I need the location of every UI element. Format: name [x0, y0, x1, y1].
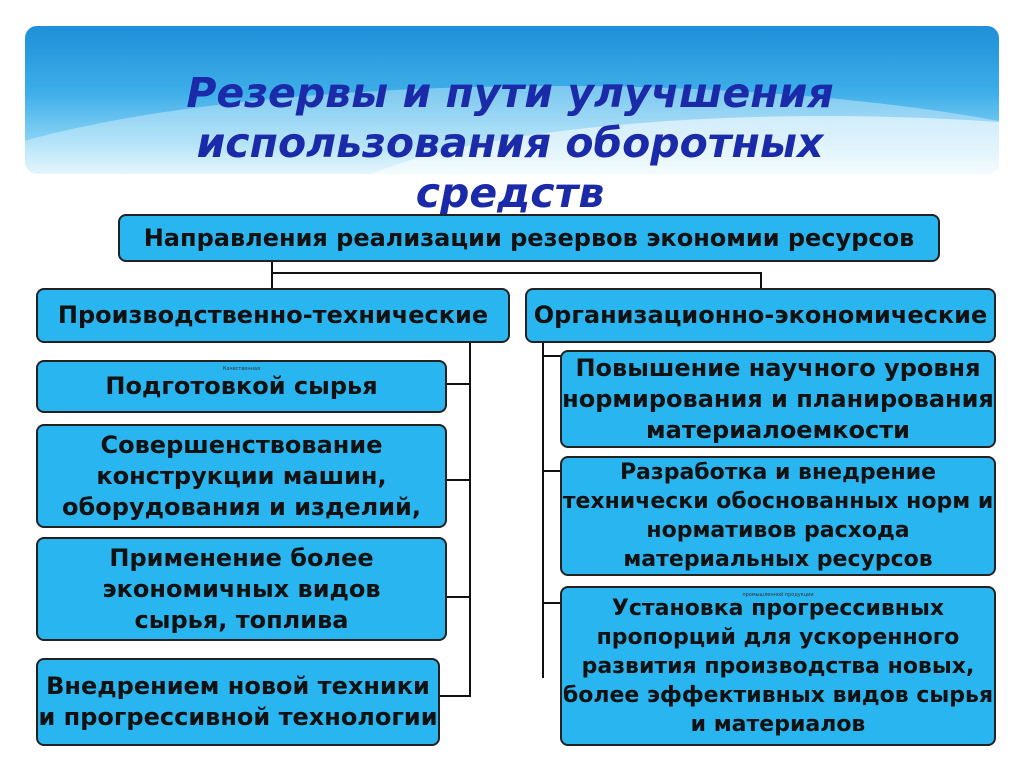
left-item-1: Качественная Подготовкой сырья [36, 360, 447, 413]
connector-root-horizontal [271, 272, 762, 274]
right-item-3: промышленной продукции Установка прогрес… [560, 586, 996, 746]
title-banner [25, 26, 999, 174]
connector-right-3 [542, 602, 562, 604]
connector-left-1 [447, 383, 471, 385]
left-item-4-label: Внедрением новой техники и прогрессивной… [38, 672, 438, 731]
left-item-1-small-label: Качественная [223, 366, 260, 372]
right-item-1-label: Повышение научного уровня нормирования и… [562, 353, 994, 444]
left-item-3: Применение более экономичных видов сырья… [36, 537, 447, 641]
right-item-2-label: Разработка и внедрение технически обосно… [562, 460, 994, 572]
connector-root-right [760, 272, 762, 288]
connector-right-1 [542, 355, 562, 357]
left-item-1-label: Подготовкой сырья [105, 372, 378, 400]
right-item-3-small-label: промышленной продукции [742, 592, 814, 598]
left-item-2: Совершенствование конструкции машин, обо… [36, 424, 447, 528]
branch-left-label: Производственно-технические [57, 301, 489, 329]
connector-root-left [271, 262, 273, 288]
left-item-3-label: Применение более экономичных видов сырья… [102, 543, 381, 634]
connector-left-4 [440, 695, 471, 697]
root-label: Направления реализации резервов экономии… [143, 223, 915, 252]
branch-right-box: Организационно-экономические [525, 288, 996, 343]
connector-right-vertical [542, 343, 544, 678]
connector-left-2 [447, 479, 471, 481]
branch-left-box: Производственно-технические [36, 288, 510, 343]
left-item-2-label: Совершенствование конструкции машин, обо… [62, 430, 421, 521]
connector-left-vertical [469, 343, 471, 697]
right-item-1: Повышение научного уровня нормирования и… [560, 350, 996, 448]
root-box: Направления реализации резервов экономии… [118, 214, 940, 262]
slide-title: Резервы и пути улучшения использования о… [186, 69, 834, 217]
right-item-3-label: Установка прогрессивных пропорций для ус… [562, 595, 994, 737]
connector-left-3 [447, 596, 471, 598]
connector-right-2 [542, 470, 562, 472]
branch-right-label: Организационно-экономические [533, 301, 988, 329]
right-item-2: Разработка и внедрение технически обосно… [560, 456, 996, 576]
left-item-4: Внедрением новой техники и прогрессивной… [36, 658, 440, 746]
